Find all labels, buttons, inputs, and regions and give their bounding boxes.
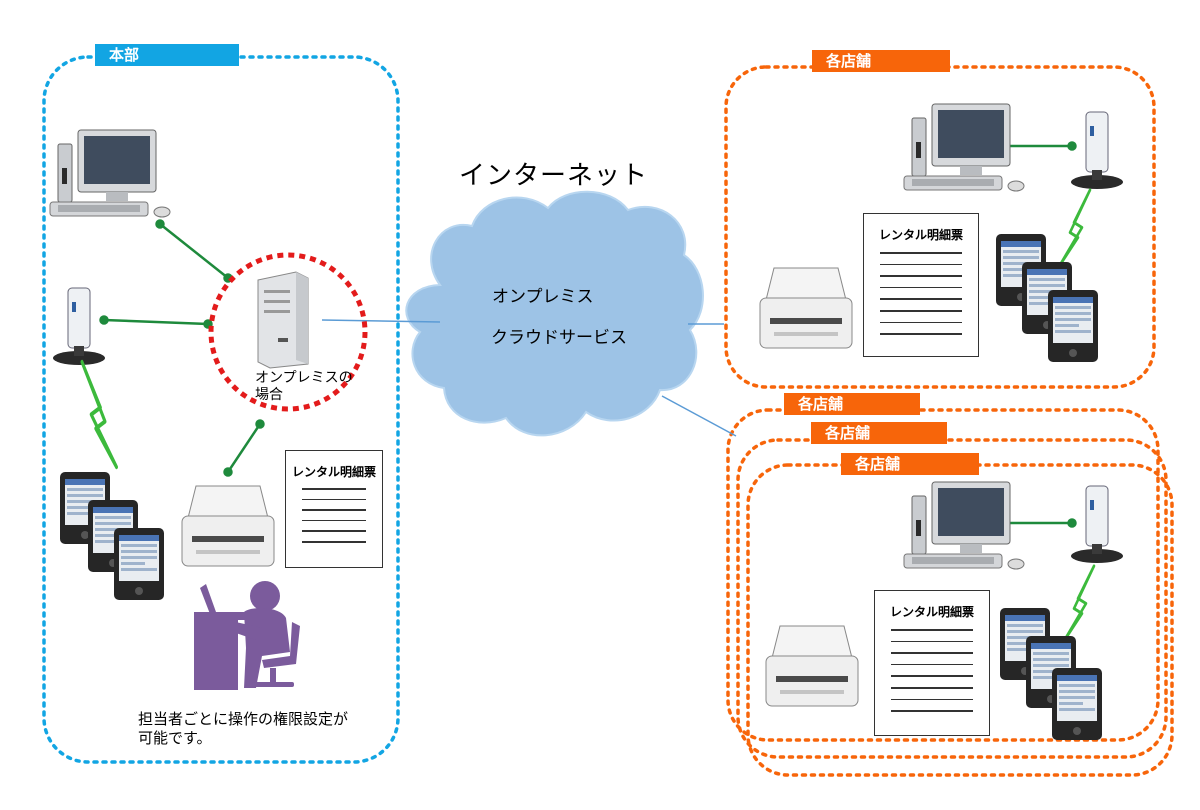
store-top-tablets xyxy=(996,234,1098,362)
cloud-text-cloud-service: クラウドサービス xyxy=(491,328,627,348)
hq-printer xyxy=(181,485,275,567)
internet-title: インターネット xyxy=(459,161,649,191)
store-top-wireless-access-point xyxy=(1070,111,1124,190)
hq-tablets xyxy=(60,472,164,600)
store-stack-tablets xyxy=(1000,608,1102,740)
store-top-wireless-signal-icon xyxy=(1058,188,1092,267)
onprem-ring xyxy=(208,252,368,412)
document-title: レンタル明細票 xyxy=(291,465,376,479)
store-top-rental-statement-document: レンタル明細票 xyxy=(863,213,979,357)
store-boundary-stack-1 xyxy=(726,408,1160,742)
onprem-server xyxy=(257,271,309,369)
internet-cloud xyxy=(405,190,704,437)
hq-links xyxy=(99,219,265,477)
store-label-stack-3: 各店舗 xyxy=(841,453,979,475)
store-stack-wireless-access-point xyxy=(1070,485,1124,564)
hq-wireless-access-point xyxy=(52,287,106,366)
hq-wireless-signal-icon xyxy=(82,362,117,467)
permission-note: 担当者ごとに操作の権限設定が 可能です。 xyxy=(138,710,349,747)
store-stack-desktop-pc xyxy=(903,481,1025,570)
store-label-stack-1: 各店舗 xyxy=(784,393,920,415)
onprem-caption: オンプレミスの 場合 xyxy=(255,370,353,403)
store-stack-printer xyxy=(765,625,859,707)
cloud-text-onprem: オンプレミス xyxy=(492,287,594,307)
store-label-stack-2: 各店舗 xyxy=(811,422,947,444)
hq-boundary xyxy=(42,55,400,764)
operator-person-icon xyxy=(194,581,300,690)
hq-rental-statement-document: レンタル明細票 xyxy=(285,450,383,568)
document-title: レンタル明細票 xyxy=(889,605,974,619)
hq-label: 本部 xyxy=(95,44,239,66)
store-boundary-stack-2 xyxy=(736,438,1168,759)
link-internet-store-stack xyxy=(661,395,737,437)
store-top-desktop-pc xyxy=(903,103,1025,192)
store-label-top: 各店舗 xyxy=(812,50,950,72)
store-stack-rental-statement-document: レンタル明細票 xyxy=(874,590,990,736)
store-top-printer xyxy=(759,267,853,349)
store-stack-wireless-signal-icon xyxy=(1062,564,1096,643)
link-hq-internet xyxy=(321,319,441,323)
hq-desktop-pc xyxy=(49,129,171,218)
document-title: レンタル明細票 xyxy=(878,228,963,242)
